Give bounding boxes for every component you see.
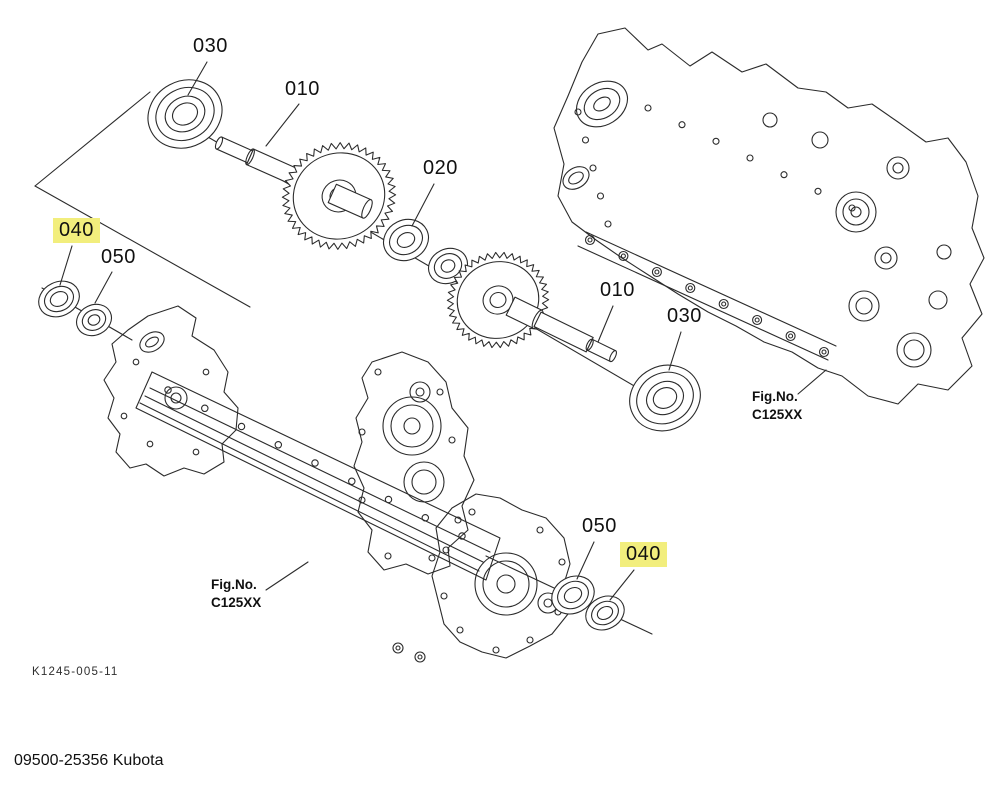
part-callout-020[interactable]: 020 — [423, 157, 458, 179]
part-callout-030-lower[interactable]: 030 — [667, 305, 702, 327]
crankcase-drawing — [553, 27, 985, 405]
seal-050-left — [75, 303, 113, 337]
seal-040-left — [38, 280, 80, 318]
seal-050-right — [551, 575, 595, 615]
seal-040-right — [585, 595, 625, 631]
part-number-footer: 09500-25356 Kubota — [14, 752, 164, 769]
part-callout-050-right[interactable]: 050 — [582, 515, 617, 537]
part-callout-050-left[interactable]: 050 — [101, 246, 136, 268]
figure-reference-left[interactable]: Fig.No. C125XX — [211, 576, 261, 611]
figure-reference-code: C125XX — [752, 406, 803, 422]
figure-reference-right[interactable]: Fig.No. C125XX — [752, 388, 802, 423]
bearings-020 — [382, 218, 469, 285]
part-callout-030-upper[interactable]: 030 — [193, 35, 228, 57]
bearing-030-upper — [147, 79, 223, 149]
part-callout-040-right[interactable]: 040 — [620, 542, 667, 567]
shaft-upper-hub — [327, 183, 373, 219]
part-callout-040-left[interactable]: 040 — [53, 218, 100, 243]
shaft-lower — [505, 296, 617, 363]
leader-lines — [59, 61, 827, 601]
figure-reference-label: Fig.No. — [211, 577, 257, 592]
part-callout-010-lower[interactable]: 010 — [600, 279, 635, 301]
part-callout-010-upper[interactable]: 010 — [285, 78, 320, 100]
transaxle-case-drawing — [103, 305, 571, 663]
figure-reference-code: C125XX — [211, 594, 262, 610]
drawing-number: K1245-005-11 — [32, 666, 119, 678]
bearing-030-lower — [629, 364, 701, 432]
figure-reference-label: Fig.No. — [752, 389, 798, 404]
